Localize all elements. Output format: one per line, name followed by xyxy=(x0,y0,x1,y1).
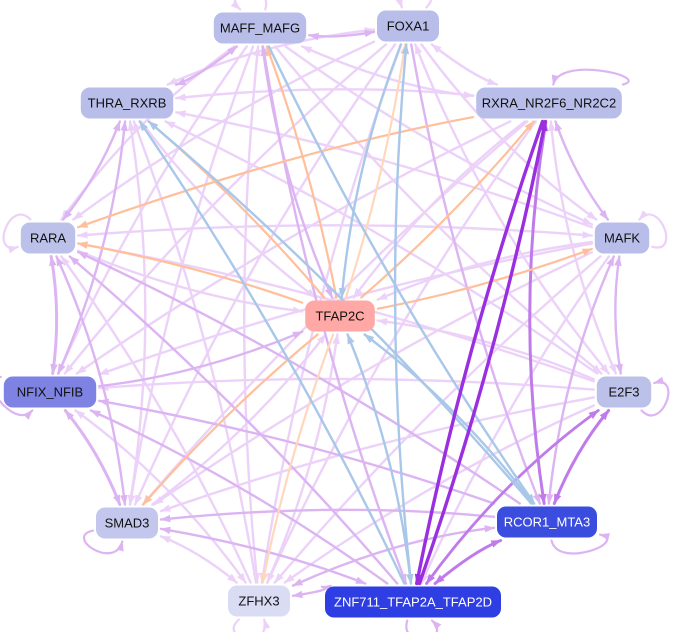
edge xyxy=(433,539,503,585)
node-label: RXRA_NR2F6_NR2C2 xyxy=(482,96,616,111)
self-loop-edge xyxy=(640,376,670,417)
edge xyxy=(98,377,595,392)
node-label: FOXA1 xyxy=(387,19,430,34)
node-MAFK[interactable]: MAFK xyxy=(594,222,650,254)
edge xyxy=(414,119,545,586)
node-box[interactable] xyxy=(305,300,375,332)
node-E2F3[interactable]: E2F3 xyxy=(596,376,652,408)
edge xyxy=(77,224,593,239)
node-label: NFIX_NFIB xyxy=(17,385,83,400)
node-label: ZNF711_TFAP2A_TFAP2D xyxy=(334,595,492,610)
node-box[interactable] xyxy=(596,376,652,408)
edge xyxy=(151,333,327,506)
edge xyxy=(291,584,332,599)
edge xyxy=(132,120,258,584)
node-box[interactable] xyxy=(325,586,501,618)
edge xyxy=(430,43,499,86)
self-loop-edge xyxy=(2,213,32,254)
node-RARA[interactable]: RARA xyxy=(20,222,76,254)
node-label: RCOR1_MTA3 xyxy=(504,515,590,530)
node-SMAD3[interactable]: SMAD3 xyxy=(96,507,158,539)
node-FOXA1[interactable]: FOXA1 xyxy=(377,10,439,42)
node-label: TFAP2C xyxy=(315,309,364,324)
node-label: MAFF_MAFG xyxy=(220,21,300,36)
node-box[interactable] xyxy=(20,222,76,254)
self-loop-edge xyxy=(83,529,124,555)
edge xyxy=(265,45,338,299)
self-loop-edge xyxy=(551,68,630,86)
edge xyxy=(243,45,261,584)
node-box[interactable] xyxy=(377,10,439,42)
edge xyxy=(159,535,238,584)
edge xyxy=(425,409,600,585)
node-box[interactable] xyxy=(594,222,650,254)
edges-layer xyxy=(0,0,670,632)
edge xyxy=(89,409,389,585)
node-label: MAFK xyxy=(604,231,640,246)
self-loop-edge xyxy=(232,618,271,632)
edge xyxy=(267,45,536,505)
edge xyxy=(138,120,406,585)
node-MAFF_MAFG[interactable]: MAFF_MAFG xyxy=(213,12,307,44)
edge xyxy=(614,255,623,375)
edge xyxy=(363,333,535,505)
node-RXRA_NR2F6_NR2C2[interactable]: RXRA_NR2F6_NR2C2 xyxy=(476,87,622,119)
node-box[interactable] xyxy=(228,585,290,617)
edge xyxy=(142,333,319,506)
self-loop-edge xyxy=(405,619,442,632)
node-RCOR1_MTA3[interactable]: RCOR1_MTA3 xyxy=(497,506,597,538)
self-loop-edge xyxy=(0,375,34,420)
edge xyxy=(49,255,59,375)
node-box[interactable] xyxy=(3,376,97,408)
edge xyxy=(346,333,413,585)
node-box[interactable] xyxy=(96,507,158,539)
edge xyxy=(261,45,334,299)
edge xyxy=(360,120,535,299)
node-box[interactable] xyxy=(213,12,307,44)
self-loop-edge xyxy=(395,0,432,9)
node-box[interactable] xyxy=(80,87,174,119)
node-label: ZFHX3 xyxy=(238,594,279,609)
edge xyxy=(139,120,317,299)
edge xyxy=(554,120,609,221)
node-label: SMAD3 xyxy=(105,516,150,531)
edge xyxy=(338,43,402,299)
node-label: THRA_RXRB xyxy=(88,96,167,111)
edge xyxy=(260,333,335,584)
node-label: E2F3 xyxy=(608,385,639,400)
node-ZNF711_TFAP2A_TFAP2D[interactable]: ZNF711_TFAP2A_TFAP2D xyxy=(325,586,501,618)
node-ZFHX3[interactable]: ZFHX3 xyxy=(228,585,290,617)
edge xyxy=(417,119,548,586)
edge xyxy=(127,120,147,506)
node-TFAP2C[interactable]: TFAP2C xyxy=(305,300,375,332)
edge xyxy=(344,43,408,299)
edge xyxy=(283,404,595,584)
self-loop-edge xyxy=(638,210,668,249)
edge xyxy=(57,120,128,375)
edge xyxy=(74,409,247,584)
edge xyxy=(175,45,238,86)
self-loop-edge xyxy=(550,533,610,555)
edge xyxy=(308,29,376,41)
node-box[interactable] xyxy=(476,87,622,119)
self-loop-edge xyxy=(230,0,268,11)
edge xyxy=(77,116,475,229)
node-label: RARA xyxy=(30,231,66,246)
node-THRA_RXRB[interactable]: THRA_RXRB xyxy=(80,87,174,119)
node-box[interactable] xyxy=(497,506,597,538)
edge xyxy=(77,241,304,304)
edge xyxy=(393,43,414,585)
node-NFIX_NFIB[interactable]: NFIX_NFIB xyxy=(3,376,97,408)
